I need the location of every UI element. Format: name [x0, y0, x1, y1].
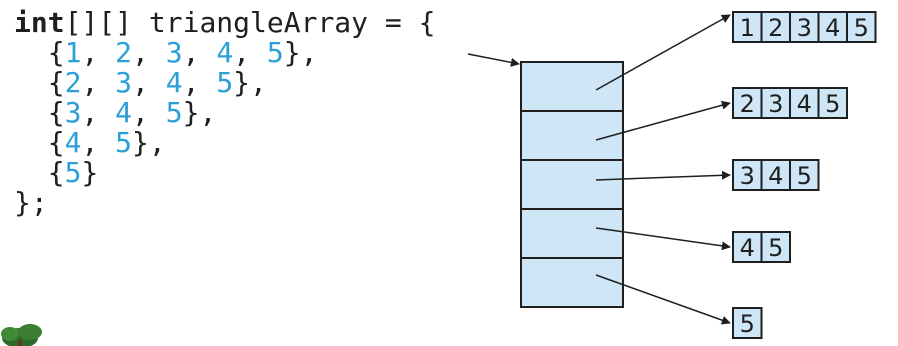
- sub-array-cell: [817, 87, 848, 119]
- code-row: {2, 3, 4, 5},: [14, 66, 267, 99]
- sub-array-cell: [732, 11, 763, 43]
- reference-arrow: [467, 53, 520, 67]
- row-pointer-arrow: [595, 170, 731, 181]
- code-number: 5: [64, 156, 82, 189]
- sub-array-value: 5: [797, 162, 812, 190]
- code-number: 4: [115, 96, 133, 129]
- tree-icon: [1, 324, 42, 346]
- code-keyword: int: [14, 6, 65, 39]
- code-listing: int[][] triangleArray = { {1, 2, 3, 4, 5…: [14, 8, 435, 218]
- sub-array-value: 5: [854, 14, 869, 42]
- sub-array-cell: [846, 11, 877, 43]
- code-number: 2: [115, 36, 133, 69]
- code-number: 1: [64, 36, 82, 69]
- sub-array-value: 4: [825, 14, 840, 42]
- row-pointer-arrow: [595, 274, 731, 325]
- row-pointer-arrow: [595, 100, 731, 141]
- sub-array-value: 3: [740, 162, 755, 190]
- code-number: 4: [165, 66, 183, 99]
- sub-array-value: 4: [768, 162, 783, 190]
- code-row: {5}: [14, 156, 99, 189]
- main-array-cell: [520, 208, 624, 259]
- sub-array-value: 4: [797, 90, 812, 118]
- code-number: 3: [115, 66, 133, 99]
- code-row: {3, 4, 5},: [14, 96, 217, 129]
- main-array-cell: [520, 61, 624, 112]
- code-number: 3: [165, 36, 183, 69]
- sub-array-cell: [760, 11, 791, 43]
- sub-array-value: 3: [797, 14, 812, 42]
- code-row: {4, 5},: [14, 126, 166, 159]
- sub-array-value: 3: [768, 90, 783, 118]
- sub-array-value: 5: [825, 90, 840, 118]
- row-pointer-arrow: [595, 227, 731, 251]
- sub-array-value: 2: [768, 14, 783, 42]
- code-number: 5: [266, 36, 284, 69]
- main-array-cell: [520, 110, 624, 161]
- code-number: 4: [216, 36, 234, 69]
- code-number: 5: [165, 96, 183, 129]
- sub-array-cell: [732, 307, 763, 339]
- main-array-cell: [520, 257, 624, 308]
- code-number: 5: [115, 126, 133, 159]
- sub-array-value: 5: [768, 234, 783, 262]
- code-row: {1, 2, 3, 4, 5},: [14, 36, 318, 69]
- code-number: 4: [64, 126, 82, 159]
- code-rows: {1, 2, 3, 4, 5}, {2, 3, 4, 5}, {3, 4, 5}…: [14, 36, 318, 189]
- sub-array-value: 1: [740, 14, 755, 42]
- sub-array-cell: [789, 11, 820, 43]
- code-number: 2: [64, 66, 82, 99]
- sub-array-value: 5: [740, 310, 755, 338]
- code-closing: };: [14, 186, 48, 219]
- main-array-cell: [520, 159, 624, 210]
- row-pointer-arrow: [595, 14, 731, 91]
- code-declaration: [][] triangleArray = {: [64, 6, 436, 39]
- sub-array-cell: [789, 87, 820, 119]
- code-number: 3: [64, 96, 82, 129]
- code-number: 5: [216, 66, 234, 99]
- sub-array-value: 4: [740, 234, 755, 262]
- sub-array-cell: [760, 231, 791, 263]
- sub-array-value: 2: [740, 90, 755, 118]
- sub-array-cell: [789, 159, 820, 191]
